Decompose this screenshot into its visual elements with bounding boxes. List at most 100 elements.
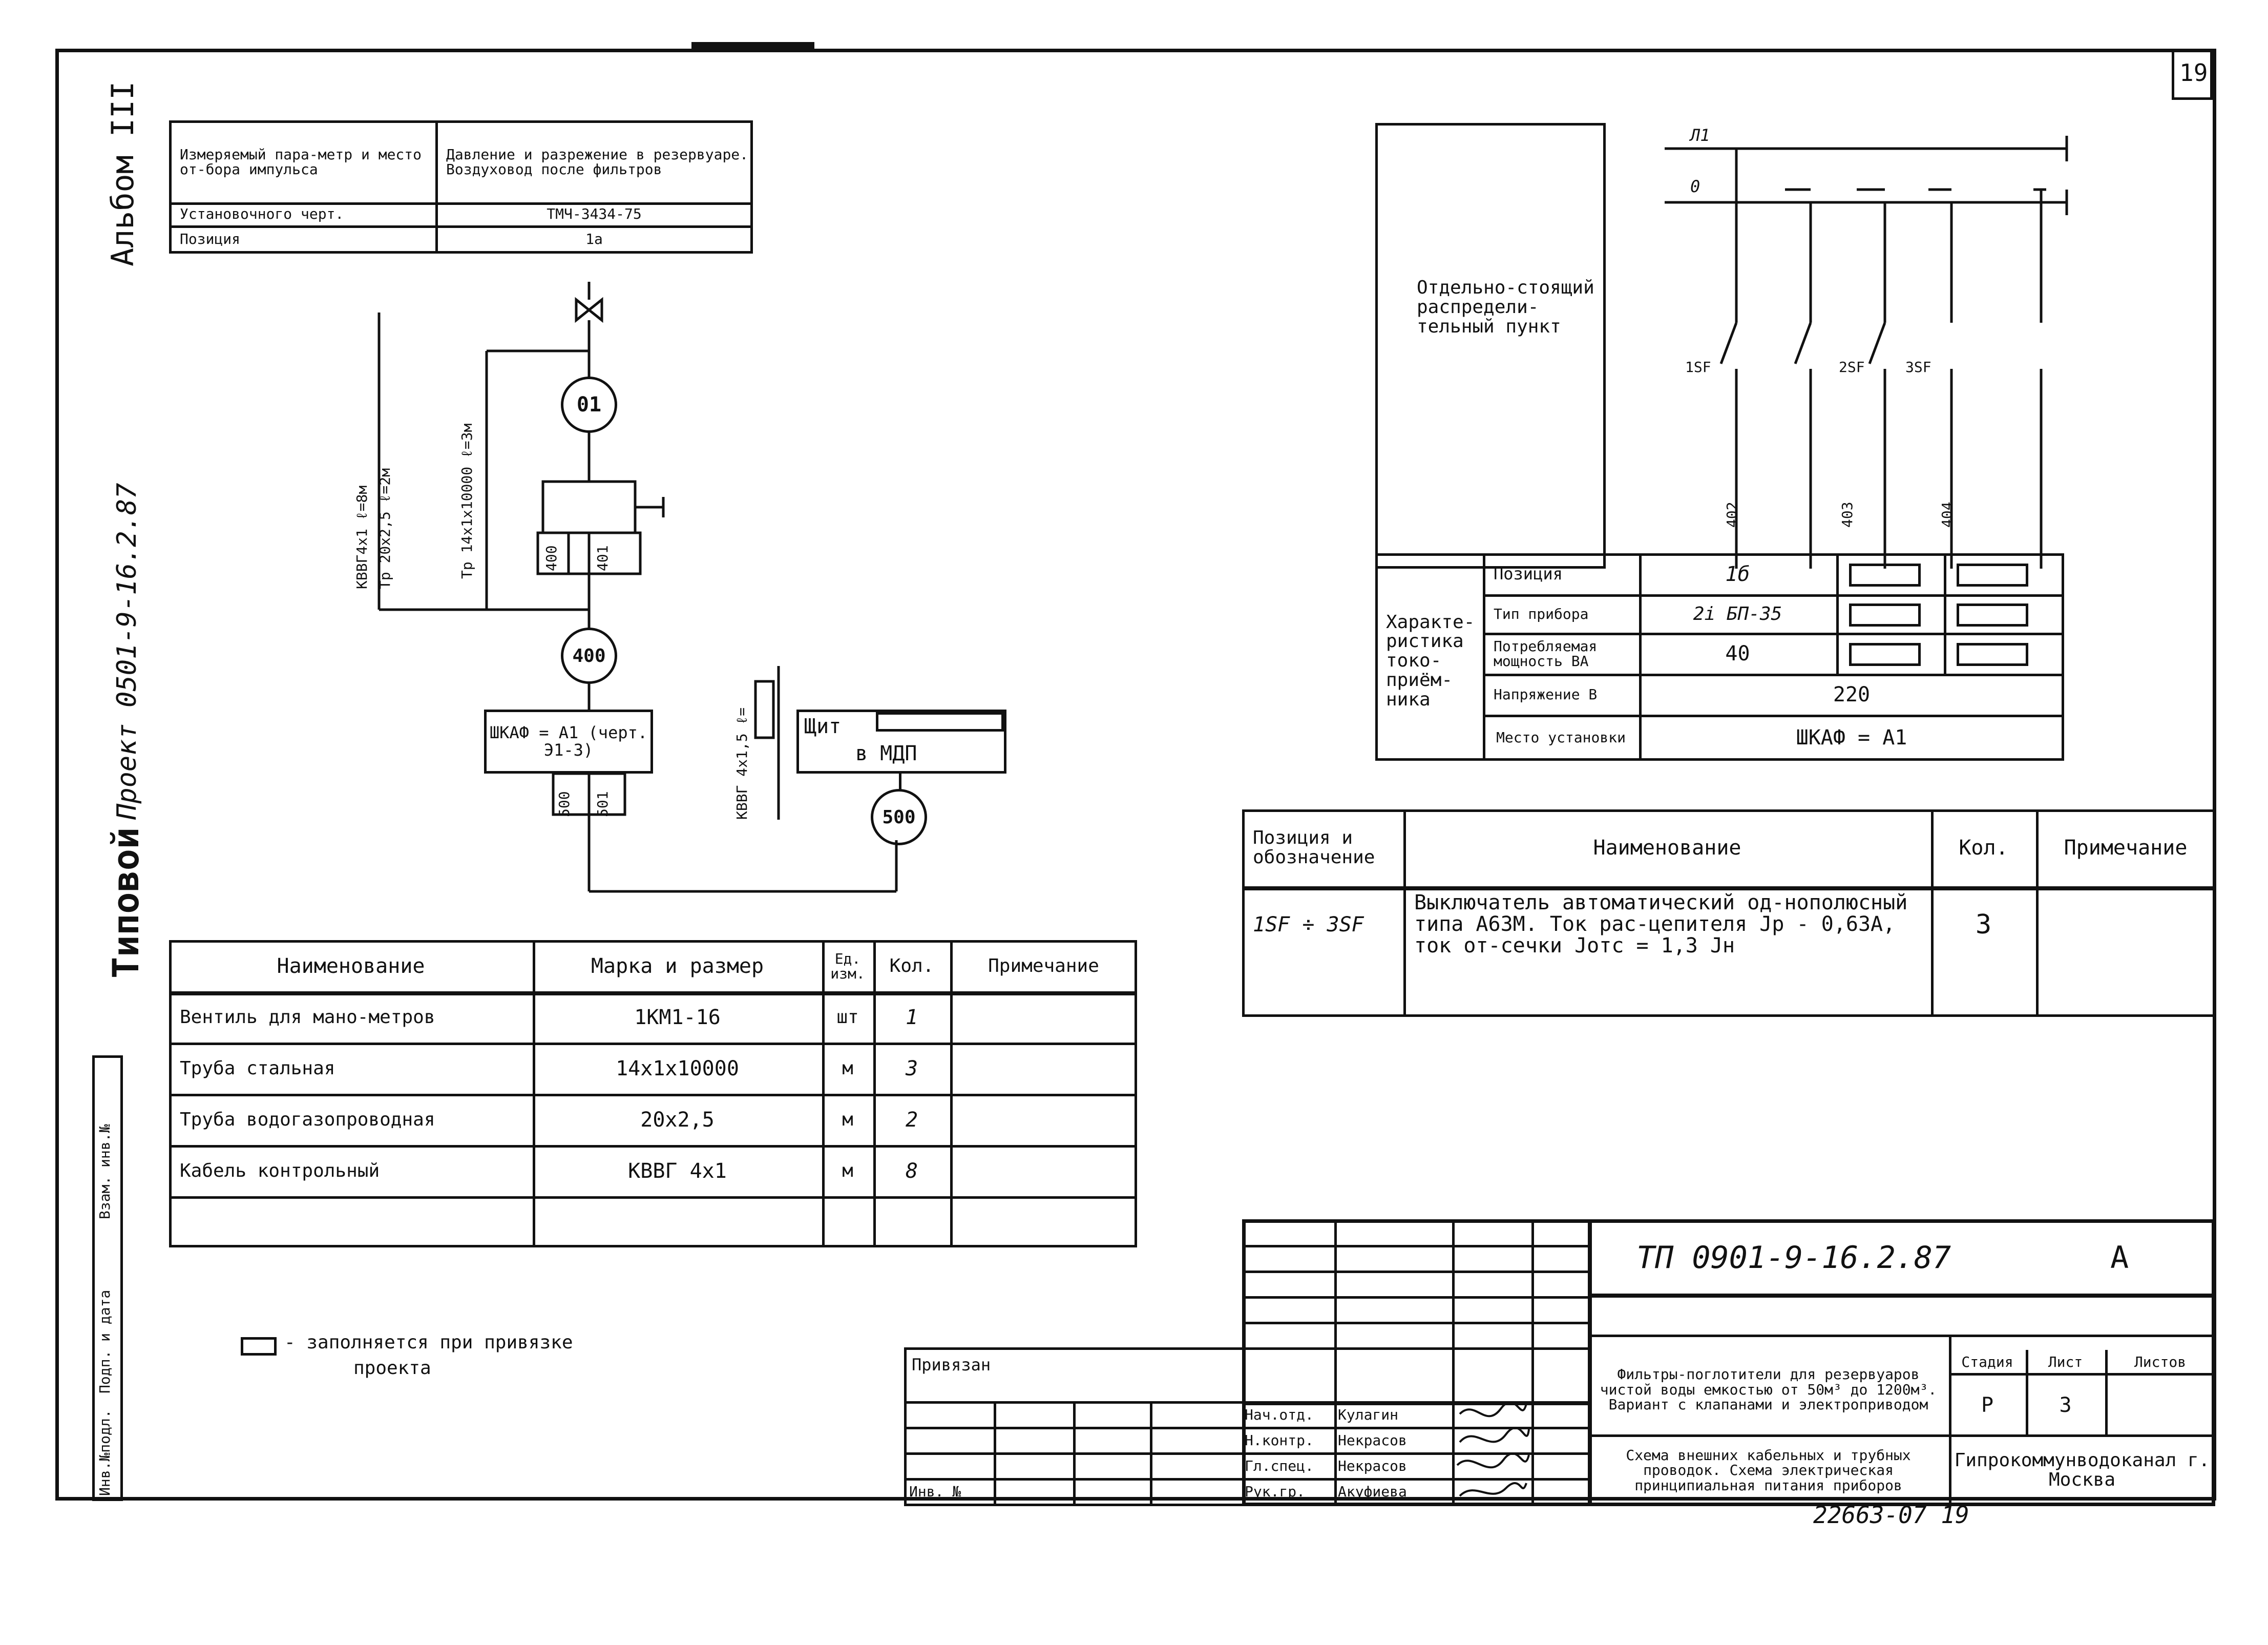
placeholder-type-2 [1849, 603, 1921, 627]
tb-right-rule-3 [1588, 1434, 2215, 1437]
materials-row-2-brand: 14х1х10000 [616, 1057, 739, 1080]
binding-row-4 [904, 1478, 1245, 1481]
spec-col-3 [2036, 809, 2039, 1017]
materials-header-brand: Марка и размер [591, 954, 764, 978]
spec-col-1 [1403, 809, 1406, 1017]
spec-header-qty: Кол. [1959, 836, 2008, 860]
side-field-inv: Инв.№подл. [96, 1409, 113, 1496]
materials-row-3-unit: м [842, 1109, 853, 1131]
panel-to-circle-line [899, 774, 901, 790]
note-text-2: проекта [353, 1358, 431, 1379]
tb-row-4 [1242, 1322, 1588, 1324]
tb-right-col-1 [1949, 1335, 1951, 1506]
materials-header-name: Наименование [277, 954, 425, 978]
materials-row-1-name: Вентиль для мано-метров [180, 1007, 435, 1028]
tb-role-1: Нач.отд. [1245, 1406, 1314, 1423]
materials-rule-2 [169, 1094, 1137, 1096]
side-type-label: Типовой [105, 827, 147, 978]
bus-label-0: 0 [1690, 177, 1700, 196]
sheet-frame [55, 49, 2216, 1501]
cable-left-label: КВВГ4х1 ℓ=8м [353, 485, 370, 589]
materials-row-4-name: Кабель контрольный [180, 1160, 380, 1182]
consumer-place-label: Место установки [1496, 729, 1626, 746]
tb-name-2: Некрасов [1338, 1432, 1407, 1449]
materials-row-1-unit: шт [836, 1007, 859, 1028]
distribution-schematic [1665, 136, 2068, 569]
tb-right-col-2 [2026, 1350, 2028, 1434]
doc-stage-letter: А [2110, 1240, 2129, 1276]
wire-label-402: 402 [1724, 502, 1740, 528]
doc-code: ТП 0901-9-16.2.87 [1636, 1240, 1951, 1276]
tb-role-3: Гл.спец. [1245, 1457, 1314, 1474]
sensor-param-label: Измеряемый пара-метр и место от-бора имп… [180, 145, 422, 178]
materials-row-1-qty: 1 [905, 1006, 918, 1029]
inventory-label: Инв. № [909, 1483, 961, 1500]
tb-name-3: Некрасов [1338, 1457, 1407, 1474]
binding-row-3 [904, 1452, 1245, 1455]
panel-label-2: в МДП [855, 742, 917, 765]
note-text-1: - заполняется при привязке [284, 1332, 573, 1353]
tb-right-col-3 [2105, 1350, 2108, 1434]
tb-name-1: Кулагин [1338, 1406, 1399, 1423]
instrument-circle-400: 400 [561, 628, 617, 684]
materials-header-note: Примечание [988, 955, 1099, 977]
binding-row-1 [904, 1401, 1245, 1404]
wire-label-501: 501 [594, 791, 611, 817]
consumer-type-value: 2і БП-35 [1693, 603, 1782, 625]
spec-table [1242, 809, 2215, 1017]
materials-row-2-unit: м [842, 1058, 853, 1079]
consumer-pos-label: Позиция [1494, 564, 1563, 584]
sheet-title: Схема внешних кабельных и трубных провод… [1626, 1446, 1911, 1494]
tb-col-4 [1588, 1219, 1592, 1506]
consumer-rule-1 [1483, 594, 2064, 597]
side-project-label: Проект 0501-9-16.2.87 [112, 483, 142, 820]
instrument-schematic [377, 282, 898, 893]
stage-header: Стадия [1961, 1354, 2013, 1371]
materials-row-1-brand: 1КМ1-16 [634, 1006, 721, 1029]
sheet-header: Лист [2048, 1354, 2083, 1371]
sensor-drawing-value: ТМЧ-3434-75 [547, 205, 642, 223]
materials-row-3-brand: 20х2,5 [640, 1108, 715, 1132]
tb-row-8 [1242, 1452, 1588, 1455]
bus-label-l1: Л1 [1690, 126, 1710, 145]
signature-scribbles [1456, 1401, 1530, 1497]
binding-row-2 [904, 1427, 1245, 1429]
organization: Гипрокоммунводоканал г. Москва [1954, 1450, 2210, 1490]
archive-number: 22663-07 19 [1813, 1501, 1969, 1529]
placeholder-pos-3 [1957, 564, 2028, 587]
spec-col-2 [1931, 809, 1934, 1017]
materials-rule-3 [169, 1145, 1137, 1148]
cabinet-label: ШКАФ = А1 (черт. Э1-3) [489, 722, 648, 760]
switch-label-2: 2SF [1839, 359, 1865, 376]
spec-header-note: Примечание [2064, 836, 2188, 860]
sensor-position-label: Позиция [180, 231, 241, 248]
consumer-group-label: Характе-ристика токо-приём-ника [1386, 611, 1475, 710]
consumer-power-label: Потребляемая мощность ВА [1494, 637, 1598, 670]
spec-row-qty: 3 [1975, 909, 1992, 940]
note-symbol-box [241, 1337, 277, 1356]
consumer-col-2 [1639, 553, 1642, 761]
panel-box [796, 710, 1006, 774]
sheets-header: Листов [2134, 1354, 2187, 1371]
placeholder-pos-2 [1849, 564, 1921, 587]
materials-rule-4 [169, 1196, 1137, 1199]
sensor-position-value: 1а [585, 231, 603, 248]
consumer-rule-4 [1483, 715, 2064, 717]
spec-row-name: Выключатель автоматический од-нополюсный… [1414, 891, 1908, 957]
side-field-sign: Подп. и дата [96, 1289, 113, 1393]
consumer-voltage-value: 220 [1833, 683, 1871, 706]
consumer-pos-value: 1б [1725, 563, 1750, 586]
materials-row-3-qty: 2 [905, 1108, 918, 1132]
spec-row-pos: 1SF ÷ 3SF [1253, 913, 1364, 936]
cabinet-box [484, 710, 653, 774]
wire-label-404: 404 [1939, 502, 1956, 528]
tb-col-2 [1452, 1219, 1455, 1506]
wire-label-500: 500 [556, 791, 573, 817]
instrument-circle-01: 01 [561, 377, 617, 433]
consumer-rule-3 [1483, 674, 2064, 676]
consumer-voltage-label: Напряжение В [1494, 686, 1598, 703]
placeholder-type-3 [1957, 603, 2028, 627]
wire-label-403: 403 [1839, 502, 1856, 528]
spec-header-rule [1242, 886, 2215, 890]
consumer-type-label: Тип прибора [1494, 606, 1589, 623]
